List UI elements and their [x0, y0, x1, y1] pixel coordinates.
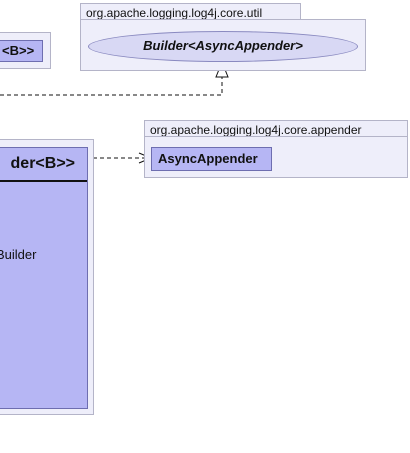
builder-package: der<B>> Builder: [0, 139, 94, 415]
builder-interface[interactable]: Builder<AsyncAppender>: [88, 31, 358, 62]
appender-package: AsyncAppender: [144, 136, 408, 178]
util-package-name: org.apache.logging.log4j.core.util: [86, 6, 263, 20]
builder-class[interactable]: der<B>> Builder: [0, 147, 88, 409]
async-appender-class[interactable]: AsyncAppender: [151, 147, 272, 171]
builder-interface-label: Builder<AsyncAppender>: [143, 38, 303, 53]
async-appender-label: AsyncAppender: [158, 151, 258, 166]
left-class-box[interactable]: <B>>: [0, 40, 43, 62]
builder-class-member: Builder: [0, 247, 37, 262]
appender-package-name: org.apache.logging.log4j.core.appender: [150, 123, 362, 137]
left-package: <B>>: [0, 32, 51, 69]
appender-package-tab: org.apache.logging.log4j.core.appender: [144, 120, 408, 137]
util-package-tab: org.apache.logging.log4j.core.util: [80, 3, 301, 20]
left-class-label: <B>>: [2, 43, 35, 58]
realization-line: [0, 77, 223, 96]
util-package: Builder<AsyncAppender>: [80, 19, 366, 71]
builder-class-header: der<B>>: [0, 148, 87, 182]
